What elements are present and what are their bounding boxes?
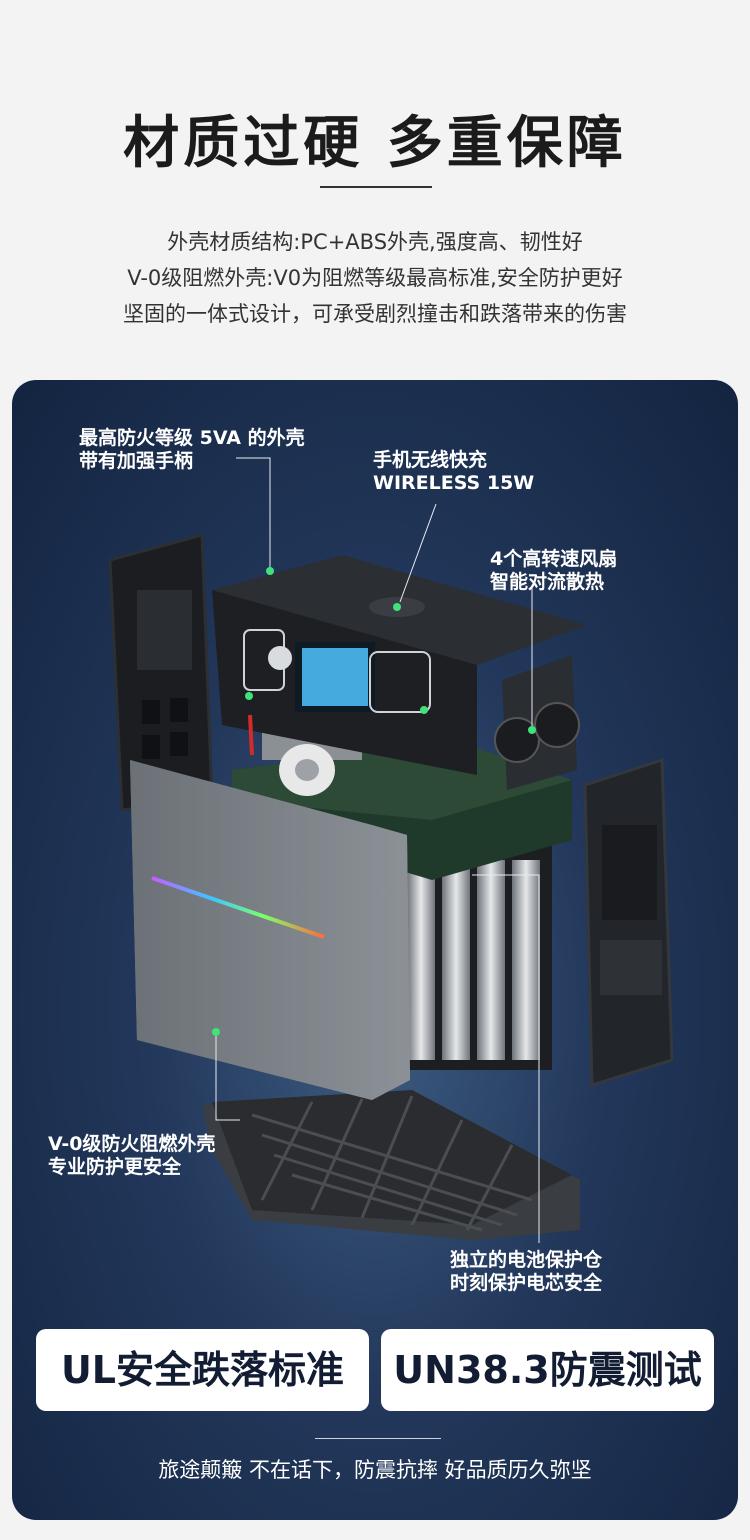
ul-drop-standard-badge: UL安全跌落标准 bbox=[36, 1329, 369, 1411]
intro-text: 外壳材质结构:PC+ABS外壳,强度高、韧性好 V-0级阻燃外壳:V0为阻燃等级… bbox=[0, 224, 750, 332]
front-shell bbox=[130, 760, 410, 1100]
callout-shell-line2: 带有加强手柄 bbox=[79, 450, 194, 472]
callout-v0-line2: 专业防护更安全 bbox=[48, 1156, 182, 1178]
callout-dots bbox=[266, 567, 536, 734]
callout-shell: 最高防火等级 5VA 的外壳 带有加强手柄 bbox=[79, 427, 305, 473]
cooling-fans bbox=[494, 655, 580, 790]
callout-wireless-line2: WIRELESS 15W bbox=[373, 472, 535, 494]
callout-v0: V-0级防火阻燃外壳 专业防护更安全 bbox=[48, 1133, 215, 1179]
callout-fans-line2: 智能对流散热 bbox=[490, 571, 605, 593]
footer-divider bbox=[315, 1438, 441, 1439]
control-unit bbox=[212, 555, 587, 775]
callout-v0-line1: V-0级防火阻燃外壳 bbox=[48, 1133, 216, 1155]
product-panel: 最高防火等级 5VA 的外壳 带有加强手柄 手机无线快充 WIRELESS 15… bbox=[12, 380, 738, 1520]
callout-battery-line2: 时刻保护电芯安全 bbox=[450, 1272, 603, 1294]
callout-wireless-line1: 手机无线快充 bbox=[373, 449, 488, 471]
title-divider bbox=[320, 186, 432, 188]
intro-line-3: 坚固的一体式设计，可承受剧烈撞击和跌落带来的伤害 bbox=[123, 302, 627, 326]
leader-lines bbox=[215, 457, 540, 1243]
callout-wireless: 手机无线快充 WIRELESS 15W bbox=[373, 449, 534, 495]
intro-line-1: 外壳材质结构:PC+ABS外壳,强度高、韧性好 bbox=[167, 230, 583, 254]
bottom-tray bbox=[202, 1090, 580, 1240]
page-title: 材质过硬 多重保障 bbox=[123, 111, 627, 176]
product-illustration bbox=[108, 457, 674, 1243]
callout-shell-line1: 最高防火等级 5VA 的外壳 bbox=[79, 427, 305, 449]
footer-tagline: 旅途颠簸 不在话下，防震抗摔 好品质历久弥坚 bbox=[158, 1458, 592, 1482]
right-side-panel bbox=[583, 757, 674, 1088]
callout-battery-line1: 独立的电池保护仓 bbox=[450, 1249, 603, 1271]
un383-shock-test-badge: UN38.3防震测试 bbox=[381, 1329, 714, 1411]
intro-line-2: V-0级阻燃外壳:V0为阻燃等级最高标准,安全防护更好 bbox=[127, 266, 623, 290]
callout-battery: 独立的电池保护仓 时刻保护电芯安全 bbox=[450, 1249, 602, 1295]
callout-fans-line1: 4个高转速风扇 bbox=[490, 548, 618, 570]
callout-fans: 4个高转速风扇 智能对流散热 bbox=[490, 548, 617, 594]
